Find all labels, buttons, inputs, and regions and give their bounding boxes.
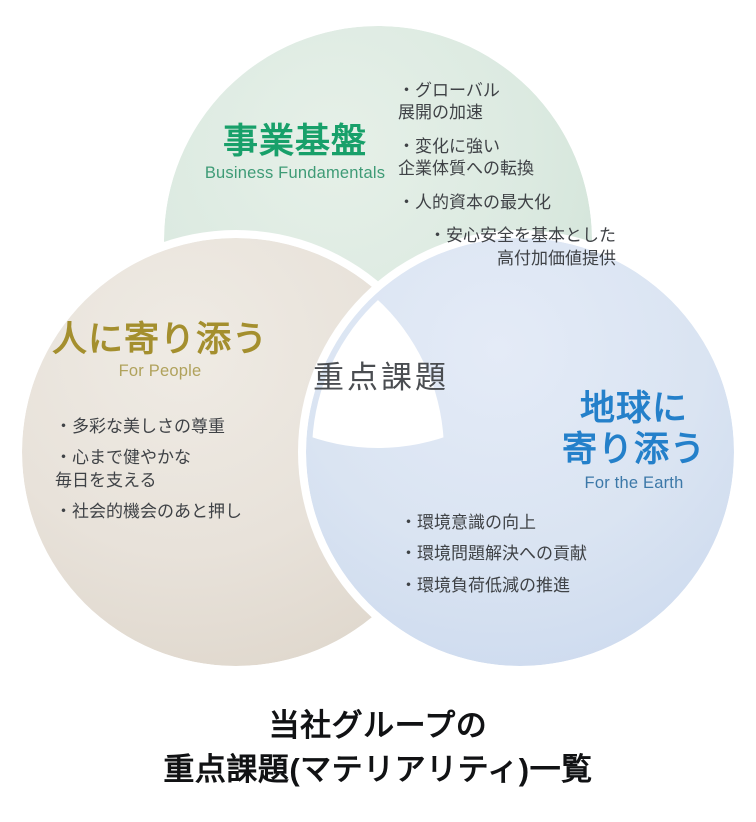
center-label: 重点課題	[313, 360, 449, 395]
list-item: ・環境負荷低減の推進	[400, 575, 570, 595]
list-item: ・変化に強い 企業体質への転換	[398, 136, 534, 179]
diagram-caption: 当社グループの 重点課題(マテリアリティ)一覧	[0, 704, 756, 792]
bullet-list-for-people: ・多彩な美しさの尊重 ・心まで健やかな 毎日を支える ・社会的機会のあと押し	[55, 416, 285, 533]
list-item: ・安心安全を基本とした 高付加価値提供	[429, 226, 616, 268]
list-item: ・環境意識の向上	[400, 513, 536, 532]
lobe-title-for-the-earth: 地球に 寄り添う	[561, 389, 706, 470]
lobe-subtitle-for-the-earth: For the Earth	[584, 473, 684, 492]
bullet-list-for-the-earth: ・環境意識の向上 ・環境問題解決への貢献 ・環境負荷低減の推進	[400, 512, 650, 606]
list-item: ・人的資本の最大化	[398, 192, 551, 212]
lobe-subtitle-business-fundamentals: Business Fundamentals	[204, 164, 386, 183]
lobe-heading-for-people: 人に寄り添う For People	[44, 320, 276, 381]
lobe-heading-business-fundamentals: 事業基盤 Business Fundamentals	[186, 122, 404, 183]
list-item: ・グローバル 展開の加速	[398, 81, 500, 123]
lobe-title-business-fundamentals: 事業基盤	[222, 122, 367, 161]
list-item: ・環境問題解決への貢献	[400, 544, 587, 564]
caption-line-1: 当社グループの	[268, 708, 488, 743]
caption-line-2: 重点課題(マテリアリティ)一覧	[163, 752, 593, 788]
list-item: ・心まで健やかな 毎日を支える	[55, 448, 191, 490]
venn-diagram: 事業基盤 Business Fundamentals ・グローバル 展開の加速 …	[22, 26, 734, 666]
bullet-list-business-fundamentals: ・グローバル 展開の加速 ・変化に強い 企業体質への転換 ・人的資本の最大化 ・…	[398, 80, 616, 281]
lobe-title-for-people: 人に寄り添う	[51, 320, 268, 359]
venn-circles-graphic	[22, 26, 734, 666]
lobe-heading-for-the-earth: 地球に 寄り添う For the Earth	[534, 388, 734, 493]
list-item: ・社会的機会のあと押し	[55, 502, 242, 522]
lobe-subtitle-for-people: For People	[118, 362, 202, 381]
list-item: ・多彩な美しさの尊重	[55, 417, 225, 436]
